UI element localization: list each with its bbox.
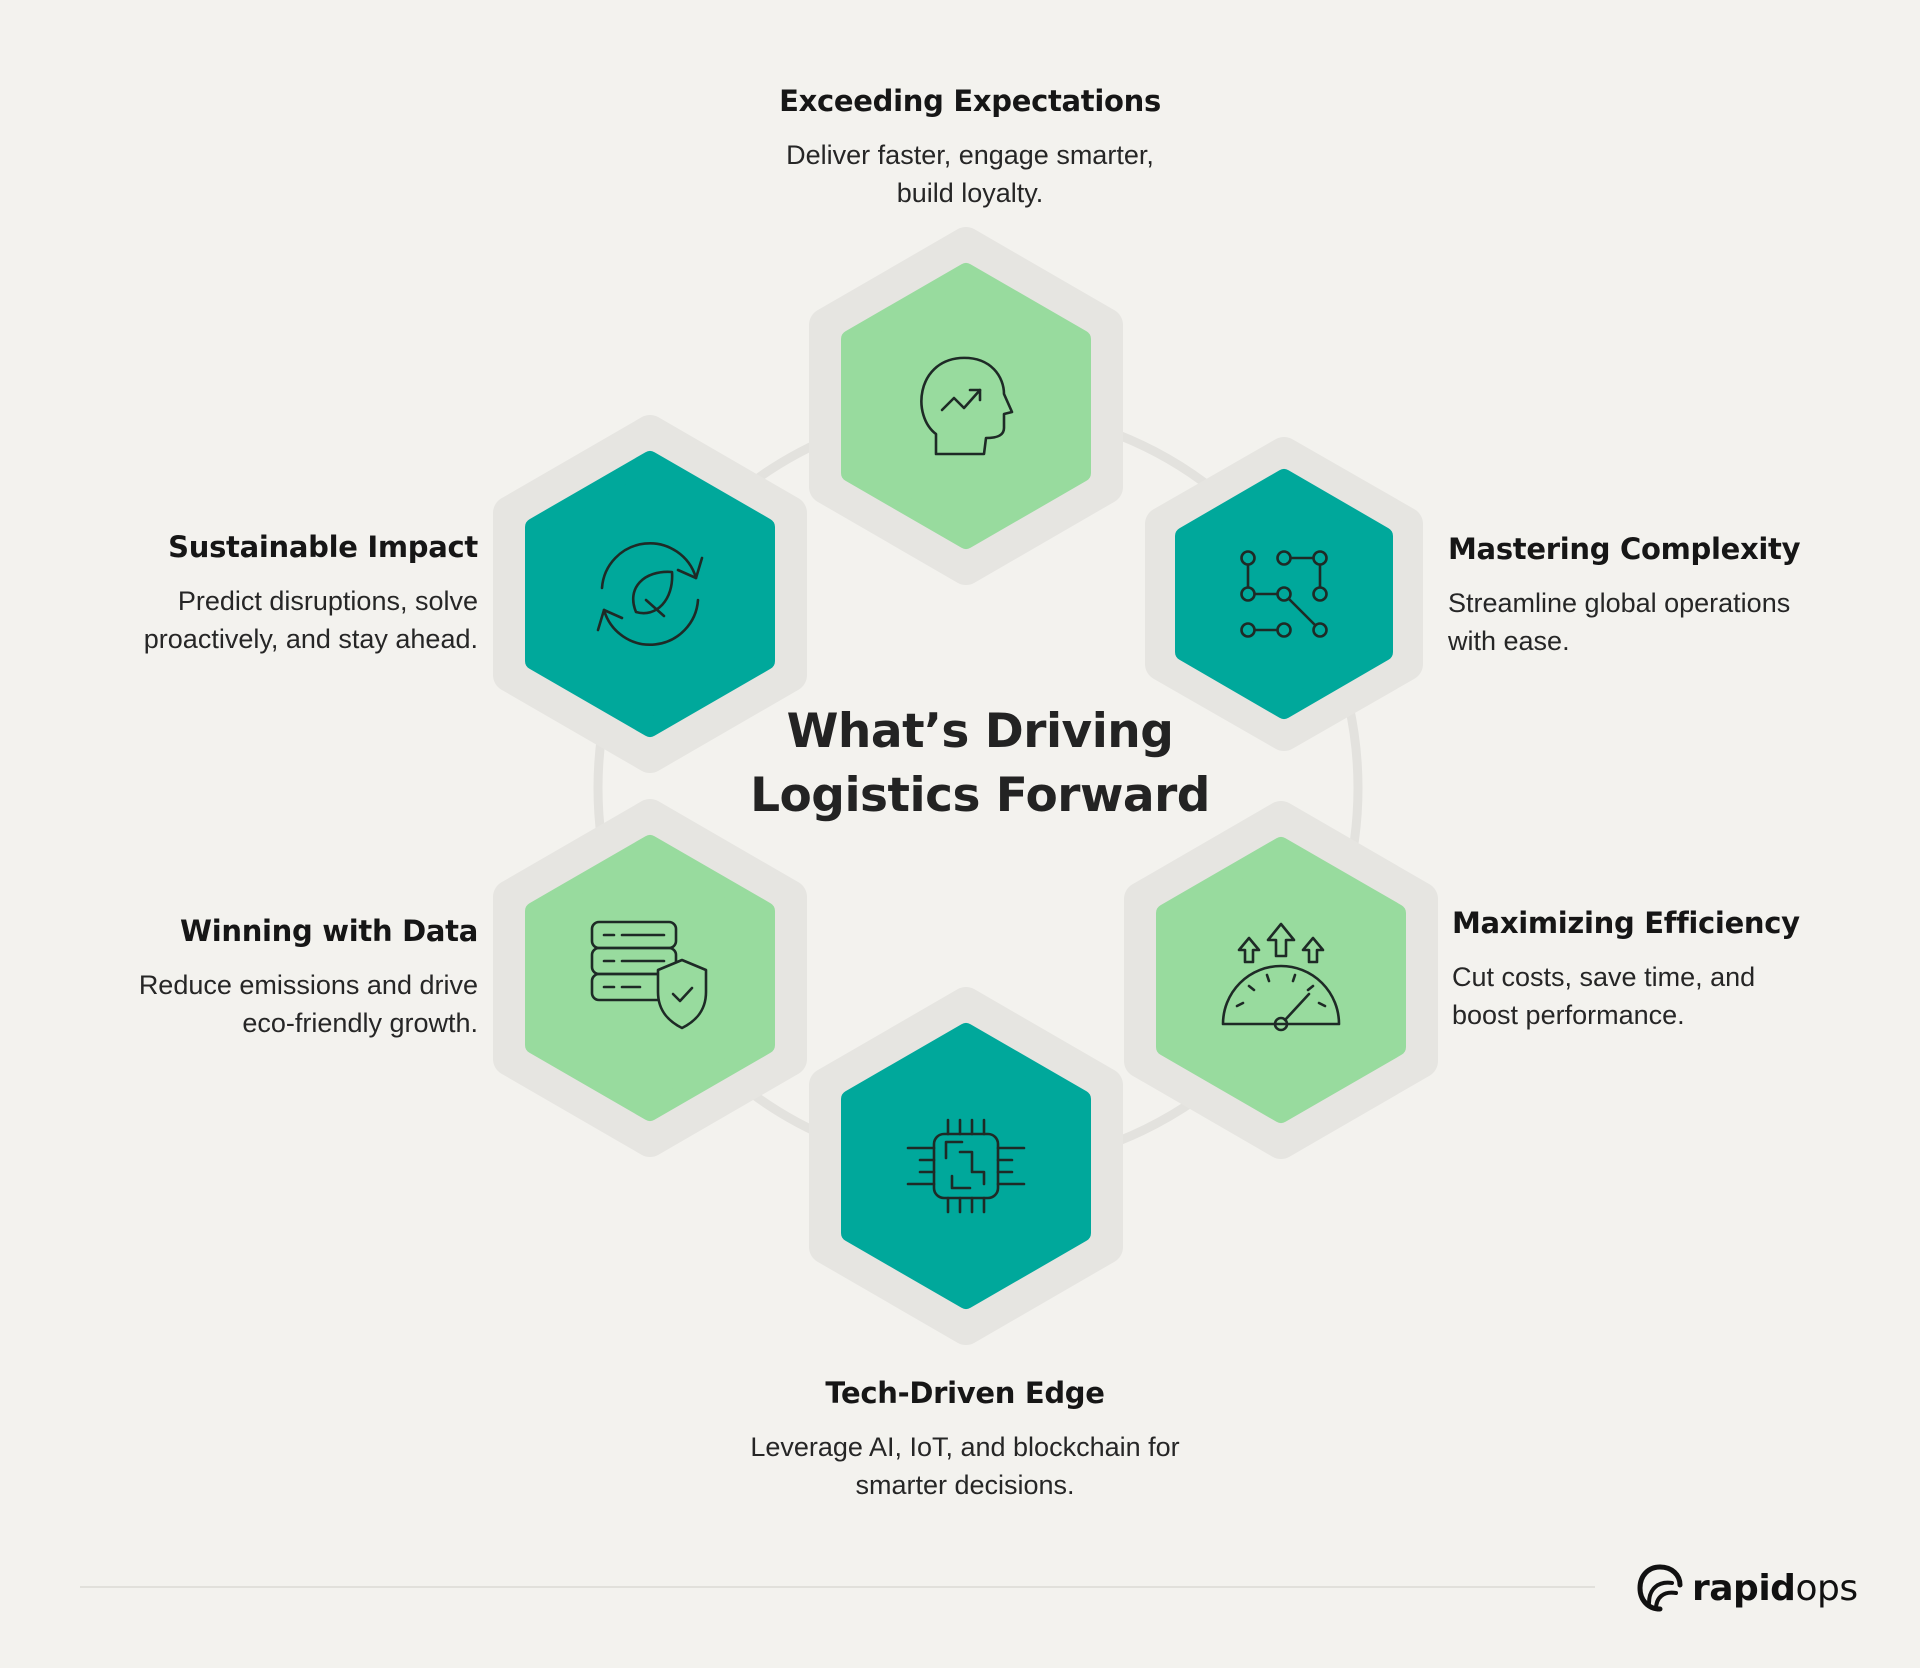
item-tech-driven-edge: Tech-Driven Edge Leverage AI, IoT, and b… [670, 1376, 1260, 1504]
item-mastering-complexity: Mastering Complexity Streamline global o… [1448, 532, 1868, 660]
hex-sustainable-impact [493, 415, 807, 773]
hex-mastering-complexity [1145, 437, 1423, 751]
item-heading: Winning with Data [180, 914, 478, 948]
page-title: What’s Driving Logistics Forward [750, 704, 1210, 823]
item-winning-with-data: Winning with Data Reduce emissions and d… [60, 914, 478, 1042]
item-heading: Maximizing Efficiency [1452, 906, 1800, 940]
speedometer-icon [1221, 922, 1341, 1032]
hex-fill [525, 451, 775, 737]
head-growth-icon [920, 356, 1014, 456]
hex-fill [1175, 469, 1393, 719]
item-description: Deliver faster, engage smarter,build loy… [786, 140, 1154, 208]
hex-fill [525, 835, 775, 1121]
hex-fill [1156, 837, 1406, 1123]
item-sustainable-impact: Sustainable Impact Predict disruptions, … [60, 530, 479, 658]
rapidops-logo-mark-icon [1637, 1564, 1683, 1612]
hex-maximizing-efficiency [1124, 801, 1438, 1159]
item-heading: Tech-Driven Edge [825, 1376, 1105, 1410]
item-exceeding-expectations: Exceeding Expectations Deliver faster, e… [690, 84, 1250, 212]
microchip-icon [906, 1118, 1026, 1214]
footer-divider [80, 1586, 1595, 1588]
hex-tech-driven-edge [809, 987, 1123, 1345]
item-heading: Exceeding Expectations [779, 84, 1161, 118]
brand-wordmark: rapidops [1692, 1567, 1858, 1609]
hex-fill [841, 1023, 1091, 1309]
leaf-cycle-icon [596, 542, 704, 646]
hex-winning-with-data [493, 799, 807, 1157]
hex-exceeding-expectations [809, 227, 1123, 585]
database-shield-icon [590, 920, 708, 1030]
item-heading: Mastering Complexity [1448, 532, 1801, 566]
item-heading: Sustainable Impact [168, 530, 478, 564]
network-nodes-icon [1240, 550, 1328, 638]
brand-logo: rapidops [1636, 1562, 1858, 1614]
item-maximizing-efficiency: Maximizing Efficiency Cut costs, save ti… [1452, 906, 1872, 1034]
